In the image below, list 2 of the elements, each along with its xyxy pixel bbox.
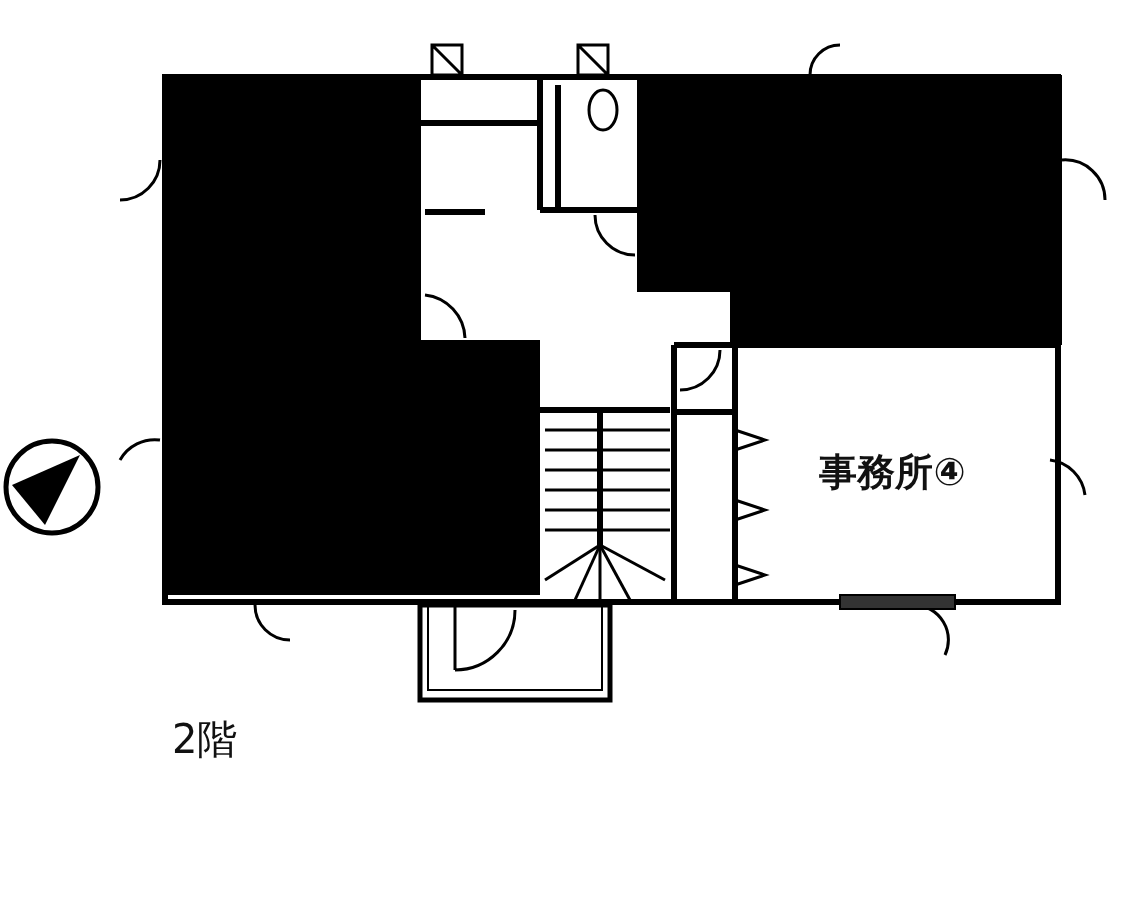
floor-label: 2階: [172, 715, 238, 764]
room-label: 事務所④: [819, 449, 966, 496]
